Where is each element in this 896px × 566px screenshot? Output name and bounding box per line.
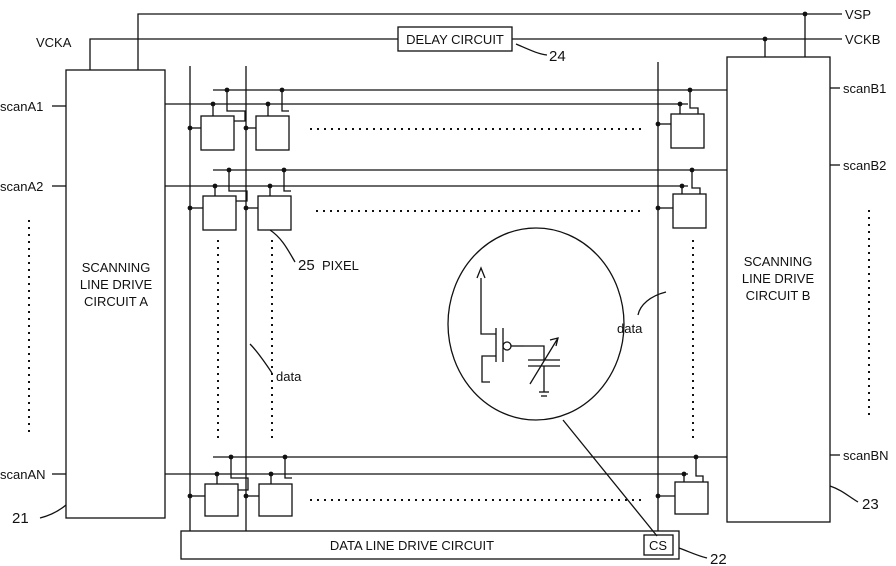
ref-24: 24 bbox=[549, 48, 566, 65]
ref-21: 21 bbox=[12, 510, 29, 527]
driver-b-label-line1: SCANNING bbox=[744, 254, 813, 269]
data-label-left: data bbox=[276, 369, 302, 384]
tft-transistor-symbol bbox=[477, 268, 524, 382]
data-line-drive-label: DATA LINE DRIVE CIRCUIT bbox=[330, 538, 494, 553]
pixel-cell bbox=[258, 196, 291, 230]
variable-capacitor-symbol bbox=[524, 338, 560, 396]
pixel-cell bbox=[201, 116, 234, 150]
vcka-label: VCKA bbox=[36, 35, 72, 50]
pixel-cell bbox=[673, 194, 706, 228]
data-lines bbox=[190, 62, 658, 531]
scan-b1-label: scanB1 bbox=[843, 81, 886, 96]
scan-a1-label: scanA1 bbox=[0, 99, 43, 114]
scan-b-output-stubs bbox=[830, 88, 840, 455]
enlarged-view-leader bbox=[563, 420, 657, 536]
scan-b2-label: scanB2 bbox=[843, 158, 886, 173]
pixel-cell bbox=[205, 484, 238, 516]
delay-circuit-label: DELAY CIRCUIT bbox=[406, 32, 504, 47]
cs-label: CS bbox=[649, 538, 667, 553]
scan-lines-b bbox=[213, 90, 727, 457]
scan-an-label: scanAN bbox=[0, 467, 46, 482]
ref-25: 25 bbox=[298, 257, 315, 274]
pixel-connections bbox=[190, 90, 703, 496]
pixel-label: PIXEL bbox=[322, 258, 359, 273]
scan-a-input-stubs bbox=[52, 106, 66, 474]
ref-22: 22 bbox=[710, 551, 727, 566]
scan-bn-label: scanBN bbox=[843, 448, 889, 463]
driver-b-label-line2: LINE DRIVE bbox=[742, 271, 815, 286]
leader-lines bbox=[40, 44, 858, 558]
scan-lines-a bbox=[165, 104, 688, 474]
vsp-label: VSP bbox=[845, 7, 871, 22]
junction-dots bbox=[188, 12, 808, 499]
pixel-cell bbox=[203, 196, 236, 230]
driver-a-label-line1: SCANNING bbox=[82, 260, 151, 275]
pixel-blocks bbox=[201, 114, 708, 516]
vckb-label: VCKB bbox=[845, 32, 880, 47]
scan-a2-label: scanA2 bbox=[0, 179, 43, 194]
pixel-cell bbox=[675, 482, 708, 514]
pixel-enlarged-view bbox=[448, 228, 624, 420]
pixel-cell bbox=[259, 484, 292, 516]
driver-b-label-line3: CIRCUIT B bbox=[746, 288, 811, 303]
pixel-cell bbox=[671, 114, 704, 148]
data-label-right: data bbox=[617, 321, 643, 336]
driver-a-label-line3: CIRCUIT A bbox=[84, 294, 148, 309]
driver-a-label-line2: LINE DRIVE bbox=[80, 277, 153, 292]
ref-23: 23 bbox=[862, 496, 879, 513]
pixel-cell bbox=[256, 116, 289, 150]
